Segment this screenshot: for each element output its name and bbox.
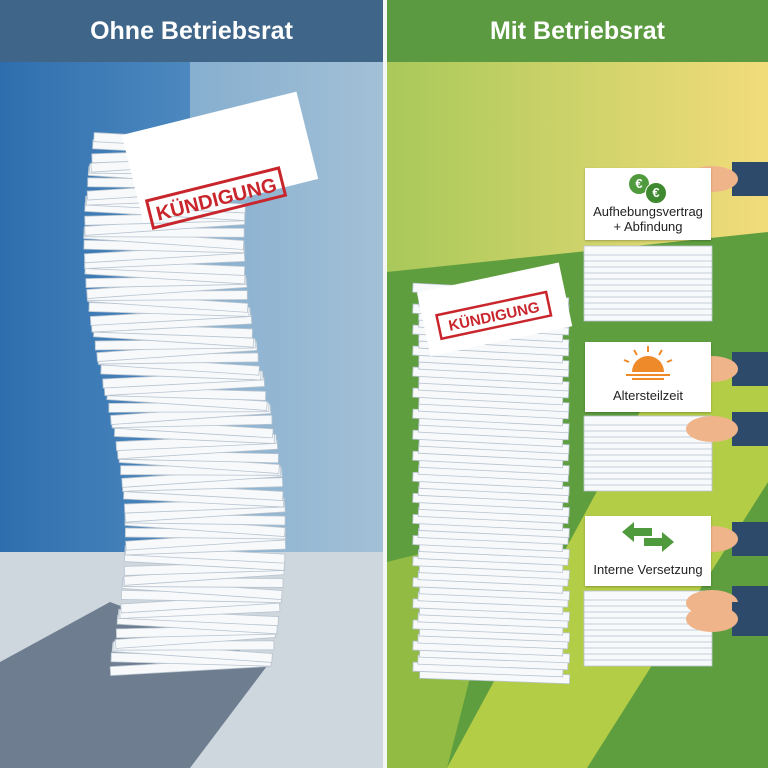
option-card-altersteilzeit: Altersteilzeit: [585, 342, 711, 412]
tall-unstable-paper-stack-illustration: KÜNDIGUNG: [0, 62, 383, 768]
left-panel: Ohne Betriebsrat KÜNDIGUNG: [0, 0, 383, 768]
option-card-aufhebungsvertrag: € € Aufhebungsvertrag + Abfindung: [585, 168, 711, 240]
sunset-icon: [623, 346, 673, 380]
option-label: Aufhebungsvertrag: [593, 204, 703, 219]
option-label: Altersteilzeit: [612, 388, 684, 403]
top-paper: [121, 91, 319, 223]
hand: [686, 416, 738, 442]
hand: [686, 606, 738, 632]
paper-sheet: [583, 245, 713, 256]
right-panel-title: Mit Betriebsrat: [387, 0, 768, 62]
option-label: Interne Versetzung: [593, 562, 703, 577]
swap-arrows-icon: [622, 522, 674, 552]
euro-coins-icon: € €: [585, 168, 711, 204]
organized-paper-stacks-illustration: KÜNDIGUNG: [387, 62, 768, 768]
left-panel-title: Ohne Betriebsrat: [0, 0, 383, 62]
top-paper: [416, 262, 573, 357]
option-sublabel: + Abfindung: [613, 219, 683, 234]
option-card-interne-versetzung: Interne Versetzung: [585, 516, 711, 586]
right-panel: Mit Betriebsrat KÜNDIGUNG € € Aufhebungs…: [387, 0, 768, 768]
panel-divider: [383, 0, 387, 768]
